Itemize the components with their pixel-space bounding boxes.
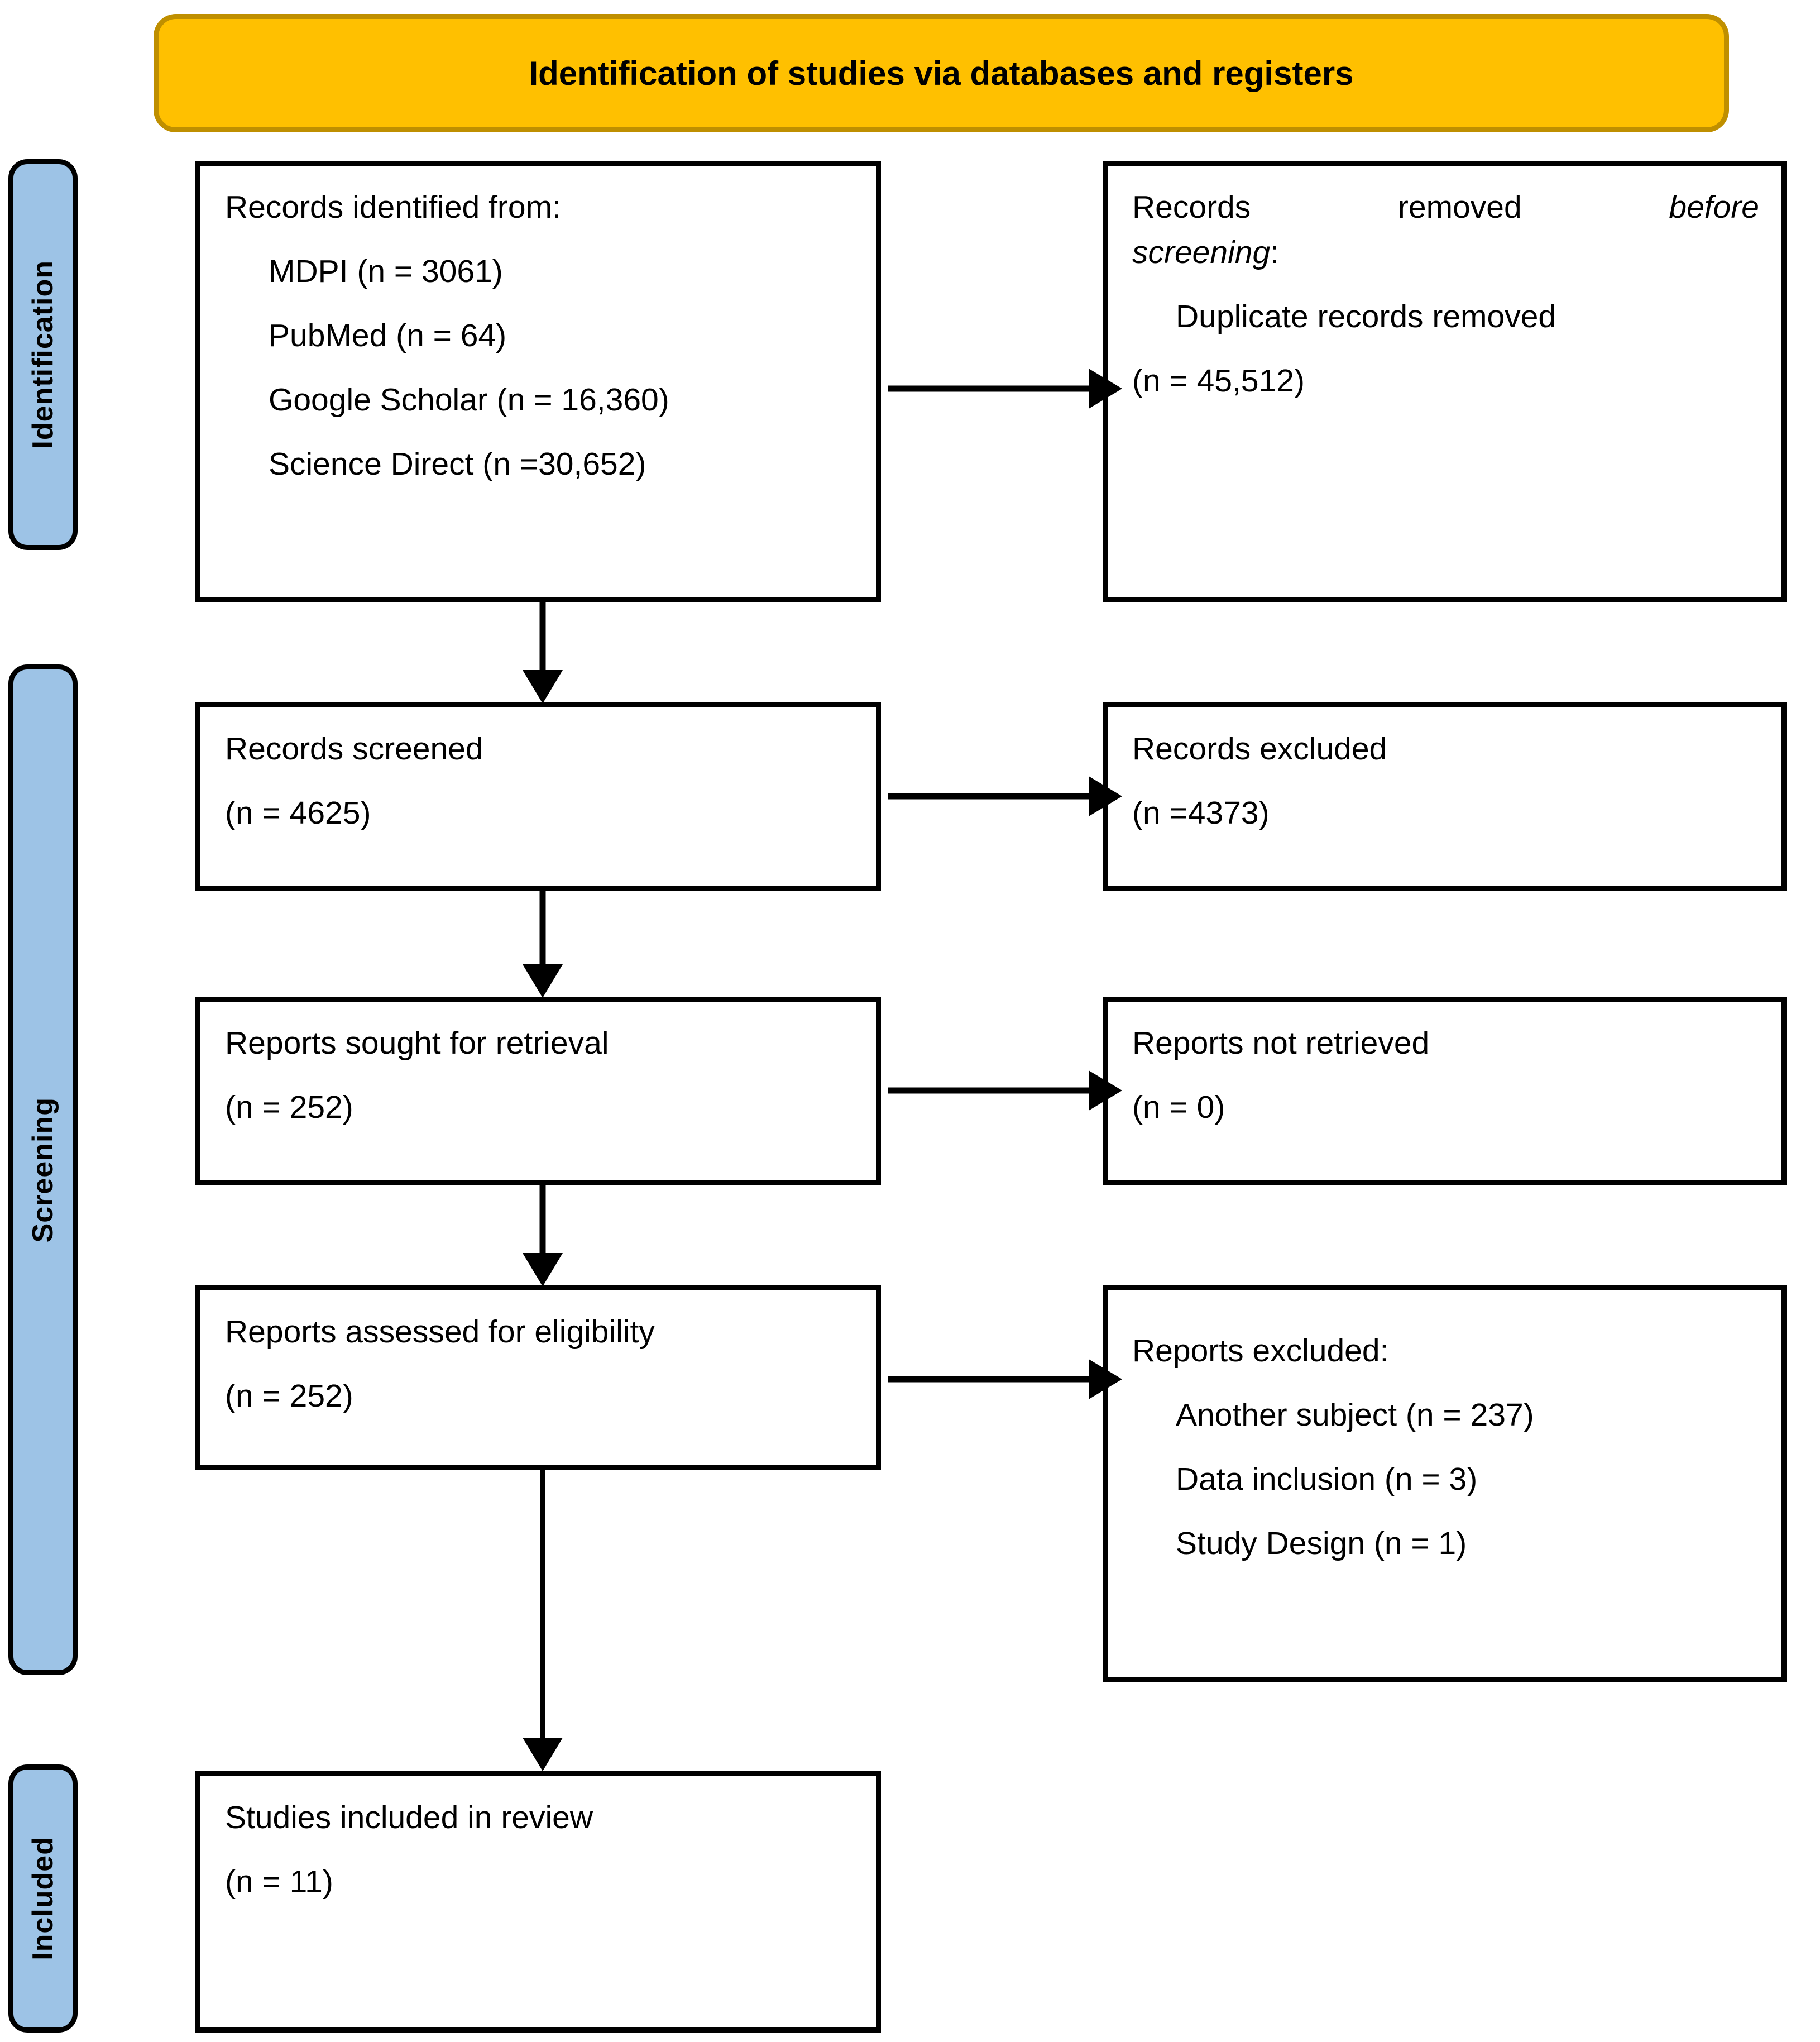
arrow-shaft	[539, 891, 546, 969]
records-removed-lead-italic-screening: screening	[1132, 234, 1271, 270]
box-records-screened-text: Records screened (n = 4625)	[225, 726, 854, 836]
stage-tab-screening: Screening	[8, 664, 78, 1675]
arrow-head	[523, 1253, 563, 1287]
arrow-head	[523, 670, 563, 704]
box-studies-included: Studies included in review (n = 11)	[195, 1771, 881, 2033]
source-google-scholar: Google Scholar (n = 16,360)	[269, 381, 669, 418]
arrow-identified-to-removed	[888, 369, 1122, 409]
arrow-head	[1089, 776, 1122, 816]
box-records-excluded-text: Records excluded (n =4373)	[1132, 726, 1759, 836]
stage-tab-included: Included	[8, 1764, 78, 2033]
records-screened-lead: Records screened	[225, 731, 483, 767]
stage-tab-identification: Identification	[8, 159, 78, 550]
spacer	[1132, 1309, 1759, 1328]
spacer	[225, 230, 854, 249]
records-removed-lead-colon: :	[1270, 234, 1279, 270]
reports-not-retrieved-lead: Reports not retrieved	[1132, 1025, 1430, 1061]
box-records-identified-text: Records identified from: MDPI (n = 3061)…	[225, 185, 854, 487]
arrow-screened-to-excluded	[888, 776, 1122, 816]
spacer	[1132, 1374, 1759, 1393]
studies-included-count: (n = 11)	[225, 1863, 333, 1900]
box-reports-not-retrieved-text: Reports not retrieved (n = 0)	[1132, 1021, 1759, 1130]
arrow-assessed-to-excluded	[888, 1359, 1122, 1399]
arrow-assessed-to-included	[523, 1470, 563, 1771]
box-reports-assessed-text: Reports assessed for eligibility (n = 25…	[225, 1309, 854, 1419]
spacer	[225, 772, 854, 791]
spacer	[225, 294, 854, 313]
arrow-shaft	[540, 1470, 545, 1739]
arrow-shaft	[888, 793, 1100, 800]
records-identified-lead: Records identified from:	[225, 189, 561, 225]
arrow-head	[523, 1738, 563, 1771]
box-reports-not-retrieved: Reports not retrieved (n = 0)	[1103, 997, 1787, 1185]
box-reports-excluded-text: Reports excluded: Another subject (n = 2…	[1132, 1309, 1759, 1566]
source-pubmed: PubMed (n = 64)	[269, 317, 507, 353]
arrow-sought-to-not-retrieved	[888, 1070, 1122, 1111]
spacer	[1132, 1066, 1759, 1085]
box-records-removed: Records removed before screening: Duplic…	[1103, 161, 1787, 602]
spacer	[225, 423, 854, 442]
spacer	[1132, 1438, 1759, 1457]
box-records-excluded: Records excluded (n =4373)	[1103, 702, 1787, 891]
spacer	[1132, 339, 1759, 358]
stage-header-banner: Identification of studies via databases …	[154, 14, 1729, 132]
exclusion-reason-another-subject: Another subject (n = 237)	[1176, 1397, 1534, 1433]
records-removed-lead-line2: screening:	[1132, 230, 1759, 275]
spacer	[225, 1355, 854, 1374]
arrow-head	[523, 964, 563, 998]
box-reports-sought-text: Reports sought for retrieval (n = 252)	[225, 1021, 854, 1130]
spacer	[1132, 275, 1759, 294]
spacer	[1132, 1502, 1759, 1521]
stage-tab-screening-label: Screening	[27, 1097, 59, 1243]
box-reports-excluded: Reports excluded: Another subject (n = 2…	[1103, 1285, 1787, 1682]
reports-sought-lead: Reports sought for retrieval	[225, 1025, 609, 1061]
box-records-identified: Records identified from: MDPI (n = 3061)…	[195, 161, 881, 602]
records-excluded-lead: Records excluded	[1132, 731, 1387, 767]
arrow-shaft	[539, 1185, 546, 1257]
source-science-direct: Science Direct (n =30,652)	[269, 446, 646, 482]
arrow-head	[1089, 1070, 1122, 1111]
arrow-shaft	[888, 1087, 1100, 1094]
box-records-screened: Records screened (n = 4625)	[195, 702, 881, 891]
reports-assessed-count: (n = 252)	[225, 1378, 353, 1414]
spacer	[225, 358, 854, 377]
records-removed-lead-plain: Records removed	[1132, 189, 1669, 225]
source-mdpi: MDPI (n = 3061)	[269, 253, 503, 289]
studies-included-lead: Studies included in review	[225, 1800, 593, 1835]
records-excluded-count: (n =4373)	[1132, 795, 1270, 831]
stage-header-label: Identification of studies via databases …	[529, 54, 1354, 92]
reports-assessed-lead: Reports assessed for eligibility	[225, 1314, 655, 1350]
stage-tab-included-label: Included	[27, 1837, 59, 1960]
records-screened-count: (n = 4625)	[225, 795, 371, 831]
spacer	[1132, 772, 1759, 791]
spacer	[225, 1840, 854, 1859]
arrow-head	[1089, 369, 1122, 409]
reports-not-retrieved-count: (n = 0)	[1132, 1089, 1225, 1125]
records-removed-lead-italic-before: before	[1669, 189, 1759, 225]
exclusion-reason-data-inclusion: Data inclusion (n = 3)	[1176, 1461, 1478, 1497]
box-studies-included-text: Studies included in review (n = 11)	[225, 1795, 854, 1905]
stage-tab-identification-label: Identification	[27, 260, 59, 449]
arrow-head	[1089, 1359, 1122, 1399]
box-reports-sought: Reports sought for retrieval (n = 252)	[195, 997, 881, 1185]
arrow-screened-to-sought	[523, 891, 563, 998]
arrow-shaft	[539, 602, 546, 675]
box-records-removed-text: Records removed before screening: Duplic…	[1132, 185, 1759, 404]
reports-excluded-lead: Reports excluded:	[1132, 1333, 1389, 1369]
reports-sought-count: (n = 252)	[225, 1089, 353, 1125]
spacer	[225, 1066, 854, 1085]
box-reports-assessed: Reports assessed for eligibility (n = 25…	[195, 1285, 881, 1470]
arrow-identified-to-screened	[523, 602, 563, 704]
duplicate-records-removed-label: Duplicate records removed	[1176, 298, 1556, 334]
exclusion-reason-study-design: Study Design (n = 1)	[1176, 1525, 1467, 1561]
arrow-shaft	[888, 385, 1100, 392]
duplicate-records-removed-count: (n = 45,512)	[1132, 362, 1305, 399]
records-removed-lead: Records removed before	[1132, 185, 1759, 230]
arrow-shaft	[888, 1376, 1100, 1383]
arrow-sought-to-assessed	[523, 1185, 563, 1287]
